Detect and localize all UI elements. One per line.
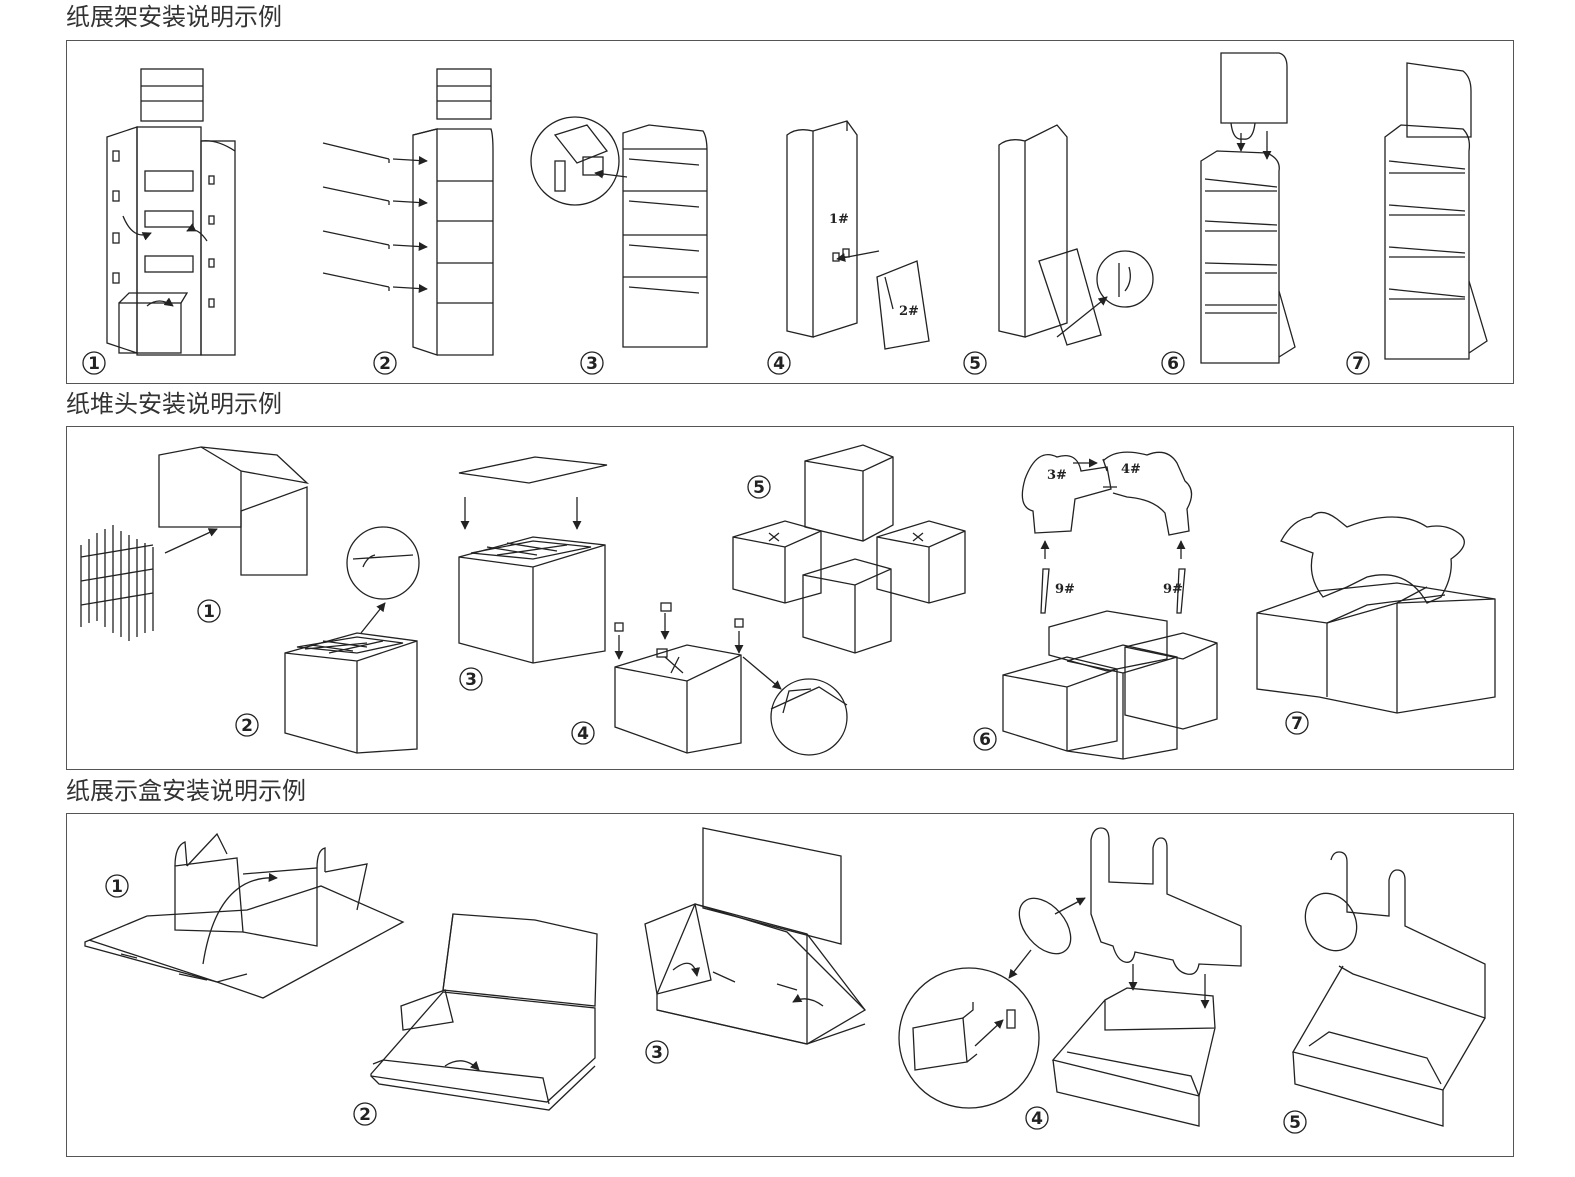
pallet-step2-drawing (284, 526, 420, 754)
rack-step-3: 3 (586, 354, 598, 374)
rack-step-5: 5 (969, 354, 981, 374)
pallet-illustrations: 5 3# 4# 9# 9# 6 7 1 2 3 4 (80, 444, 1496, 760)
rack-illustrations: 1# 2# 1 2 3 4 5 (82, 52, 1488, 375)
part-label-9a: 9# (1055, 582, 1075, 597)
pallet-step-1: 1 (203, 602, 215, 622)
rack-step-4: 4 (773, 354, 785, 374)
box-step-1: 1 (111, 877, 123, 897)
rack-step6-drawing (1200, 52, 1296, 364)
pallet-step-3: 3 (465, 670, 477, 690)
rack-step5-drawing (998, 124, 1154, 346)
section-title-box: 纸展示盒安装说明示例 (66, 777, 306, 805)
box-step3-drawing (644, 827, 867, 1064)
panel-rack: 1# 2# 1 2 3 4 5 (66, 40, 1514, 384)
rack-step2-drawing (322, 68, 494, 356)
pallet-step5-drawing (732, 444, 966, 654)
box-step-2: 2 (359, 1105, 371, 1125)
pallet-step1-drawing (80, 446, 310, 641)
rack-step-7: 7 (1352, 354, 1364, 374)
section-title-rack: 纸展架安装说明示例 (66, 3, 282, 31)
box-step2-drawing (353, 913, 598, 1126)
pallet-step-badges (197, 599, 595, 745)
pallet-step-2: 2 (241, 716, 253, 736)
pallet-step-4: 4 (577, 724, 589, 744)
rack-step3-drawing (530, 116, 708, 348)
box-step4-drawing (898, 827, 1242, 1130)
rack-step4-drawing (786, 120, 930, 350)
panel-pallet: 5 3# 4# 9# 9# 6 7 1 2 3 4 (66, 426, 1514, 770)
pallet-step-6: 6 (979, 730, 991, 750)
pallet-step-7: 7 (1291, 714, 1303, 734)
rack-step7-drawing (1384, 62, 1488, 360)
box-step5-drawing (1283, 851, 1486, 1134)
rack-step-2: 2 (379, 354, 391, 374)
section-title-pallet: 纸堆头安装说明示例 (66, 390, 282, 418)
pallet-step7-drawing (1256, 511, 1496, 735)
rack-step-6: 6 (1167, 354, 1179, 374)
part-label-4: 4# (1121, 462, 1141, 477)
pallet-step-5: 5 (753, 478, 765, 498)
pallet-step3-drawing (458, 456, 608, 664)
part-label-3: 3# (1047, 468, 1067, 483)
box-illustrations: 1 2 3 (84, 827, 1486, 1134)
box-step-3: 3 (651, 1043, 663, 1063)
part-label-1: 1# (829, 212, 849, 227)
pallet-step6-drawing (973, 451, 1218, 760)
rack-step1-drawing (106, 68, 236, 356)
rack-step-1: 1 (88, 354, 100, 374)
panel-box: 1 2 3 (66, 813, 1514, 1157)
pallet-step4-drawing (614, 602, 848, 756)
box-step-4: 4 (1031, 1109, 1043, 1129)
part-label-2: 2# (899, 304, 919, 319)
rack-step-badges (82, 351, 1370, 375)
box-step-5: 5 (1289, 1113, 1301, 1133)
box-step1-drawing (84, 832, 405, 999)
part-label-9b: 9# (1163, 582, 1183, 597)
